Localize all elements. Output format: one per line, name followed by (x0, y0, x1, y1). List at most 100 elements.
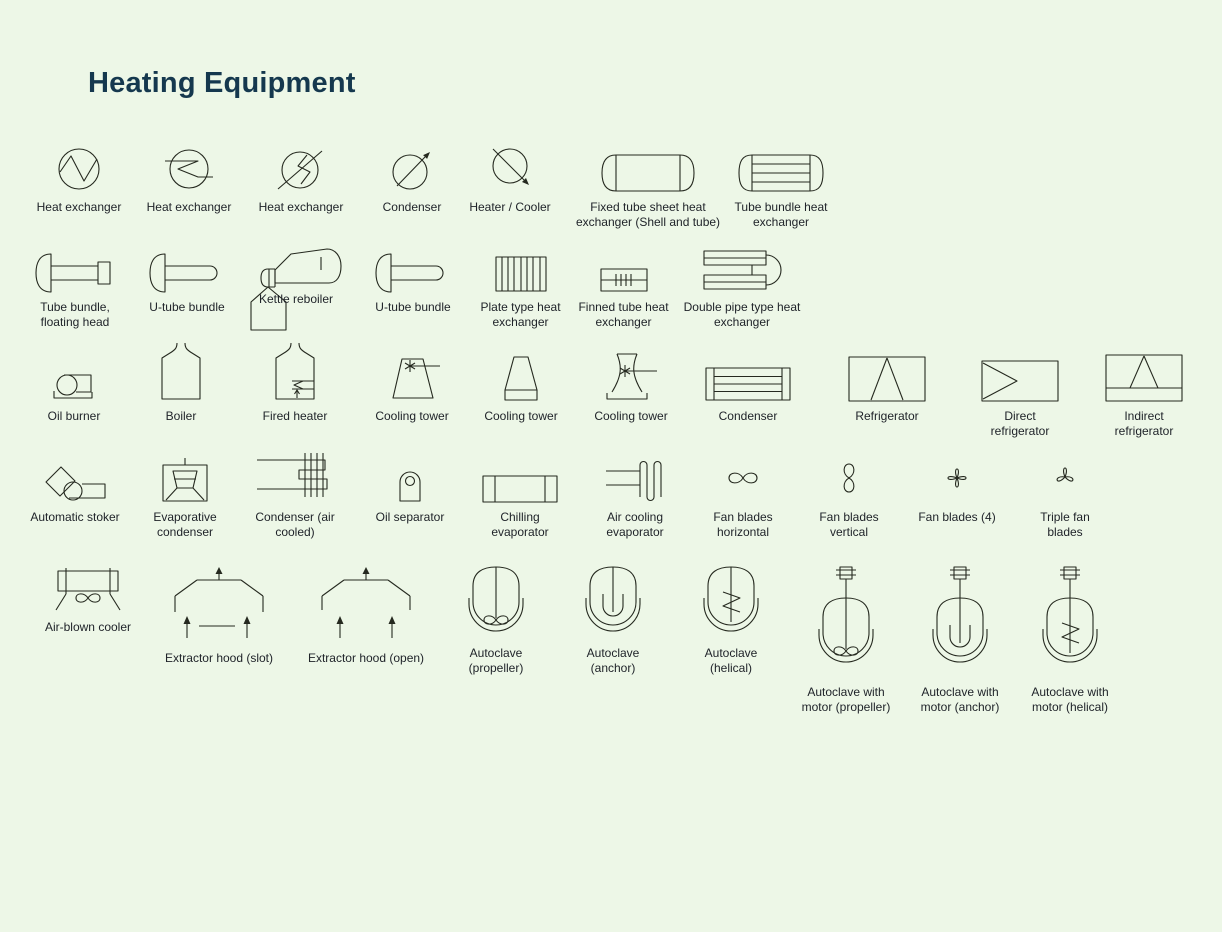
oil-separator-icon (399, 471, 421, 502)
plate-type-exchanger-icon (494, 256, 547, 292)
symbol-card: Heat exchanger (246, 143, 356, 215)
symbol-card: Double pipe type heat exchanger (682, 245, 802, 331)
symbol-label: U-tube bundle (375, 300, 451, 314)
symbol-card: U-tube bundle (132, 245, 242, 315)
symbol-card: Autoclave with motor (propeller) (800, 563, 892, 716)
autoclave-anchor-icon (585, 566, 641, 632)
symbol-card: Tube bundle heat exchanger (733, 143, 829, 231)
symbol-label: Fan blades (4) (918, 510, 996, 524)
symbol-label: U-tube bundle (149, 300, 225, 314)
symbol-label: Heater / Cooler (469, 200, 551, 214)
symbol-card: Indirect refrigerator (1102, 352, 1186, 440)
air-blown-cooler-icon (55, 568, 121, 611)
symbol-label: Autoclave with motor (anchor) (920, 685, 1000, 715)
symbol-card: Autoclave with motor (anchor) (914, 563, 1006, 716)
symbol-label: Autoclave (helical) (704, 646, 758, 676)
symbol-card: U-tube bundle (358, 245, 468, 315)
symbol-label: Double pipe type heat exchanger (683, 300, 801, 330)
symbol-card: Refrigerator (832, 352, 942, 424)
symbol-label: Refrigerator (855, 409, 919, 423)
condenser-rect-icon (705, 367, 791, 401)
symbol-card: Triple fan blades (1028, 453, 1102, 541)
tube-bundle-exchanger-icon (738, 154, 824, 192)
symbol-label: Cooling tower (484, 409, 558, 423)
double-pipe-exchanger-icon (703, 250, 782, 290)
autoclave-motor-propeller-icon (818, 566, 874, 663)
symbol-label: Extractor hood (slot) (164, 651, 274, 665)
symbol-card: Air cooling evaporator (593, 453, 677, 541)
indirect-refrigerator-icon (1105, 354, 1183, 402)
symbol-label: Heat exchanger (258, 200, 344, 214)
symbol-label: Cooling tower (594, 409, 668, 423)
u-tube-bundle-icon (149, 253, 218, 293)
symbol-card: Condenser (air cooled) (247, 453, 343, 541)
symbol-label: Fixed tube sheet heat exchanger (Shell a… (575, 200, 721, 230)
symbol-card: Cooling tower (471, 352, 571, 424)
symbol-label: Evaporative condenser (153, 510, 217, 540)
symbol-card: Fan blades (4) (902, 453, 1012, 525)
symbol-card: Autoclave (anchor) (567, 562, 659, 677)
direct-refrigerator-icon (981, 360, 1059, 402)
symbol-label: Triple fan blades (1040, 510, 1090, 540)
automatic-stoker-icon (45, 466, 106, 501)
extractor-hood-slot-icon (174, 567, 264, 638)
cooling-tower-hyperboloid-icon (606, 353, 657, 400)
symbol-label: Condenser (718, 409, 778, 423)
symbol-card: Plate type heat exchanger (468, 245, 573, 331)
fired-heater-icon (275, 342, 315, 400)
tube-bundle-floating-head-icon (35, 253, 111, 293)
cooling-tower-fan-icon (392, 358, 440, 399)
symbol-card: Automatic stoker (10, 453, 140, 525)
symbol-card: Oil burner (24, 352, 124, 424)
fan-four-blade-icon (947, 468, 967, 488)
symbol-card: Extractor hood (slot) (144, 566, 294, 666)
symbol-label: Condenser (air cooled) (255, 510, 335, 540)
symbol-label: Fired heater (262, 409, 328, 423)
fan-vertical-icon (843, 463, 855, 493)
symbol-card: Direct refrigerator (978, 352, 1062, 440)
cooling-tower-base-icon (504, 356, 538, 401)
symbol-card: Fan blades horizontal (701, 453, 785, 541)
fixed-tube-sheet-icon (601, 154, 695, 192)
symbol-label: Kettle reboiler (258, 292, 334, 306)
symbol-card: Autoclave (helical) (685, 562, 777, 677)
symbol-card: Finned tube heat exchanger (571, 245, 676, 331)
condenser-circle-arrow-icon (392, 152, 430, 190)
symbol-label: Indirect refrigerator (1114, 409, 1174, 439)
heat-exchanger-zigzag-icon (58, 148, 100, 190)
symbol-card: Condenser (698, 352, 798, 424)
symbol-label: Autoclave (anchor) (586, 646, 640, 676)
symbol-label: Tube bundle, floating head (40, 300, 110, 330)
symbol-card: Tube bundle, floating head (27, 245, 123, 331)
symbol-card: Evaporative condenser (139, 453, 231, 541)
symbol-label: Condenser (382, 200, 442, 214)
symbol-label: Autoclave with motor (helical) (1031, 685, 1109, 715)
autoclave-propeller-icon (468, 566, 524, 632)
autoclave-helical-icon (703, 566, 759, 632)
symbol-label: Finned tube heat exchanger (578, 300, 669, 330)
symbol-card: Cooling tower (362, 352, 462, 424)
oil-burner-icon (53, 374, 93, 399)
symbol-card: Fan blades vertical (807, 453, 891, 541)
symbol-label: Air-blown cooler (44, 620, 132, 634)
symbol-card: Cooling tower (581, 352, 681, 424)
extractor-hood-open-icon (321, 567, 411, 638)
symbol-card: Fired heater (245, 342, 345, 424)
symbol-card: Heat exchanger (134, 143, 244, 215)
symbol-label: Automatic stoker (30, 510, 120, 524)
symbol-label: Heat exchanger (36, 200, 122, 214)
symbol-card: Air-blown cooler (30, 565, 146, 635)
symbol-card: Kettle reboiler (238, 238, 354, 331)
symbol-card: Heat exchanger (24, 143, 134, 215)
symbol-label: Oil burner (47, 409, 101, 423)
symbol-label: Air cooling evaporator (606, 510, 664, 540)
autoclave-motor-anchor-icon (932, 566, 988, 663)
symbol-label: Chilling evaporator (491, 510, 549, 540)
symbol-card: Extractor hood (open) (291, 566, 441, 666)
air-cooling-evaporator-icon (606, 460, 662, 502)
boiler-icon (161, 342, 201, 400)
symbol-label: Autoclave with motor (propeller) (801, 685, 891, 715)
finned-tube-exchanger-icon (599, 268, 648, 292)
page-title: Heating Equipment (88, 67, 356, 100)
symbol-card: Condenser (357, 143, 467, 215)
